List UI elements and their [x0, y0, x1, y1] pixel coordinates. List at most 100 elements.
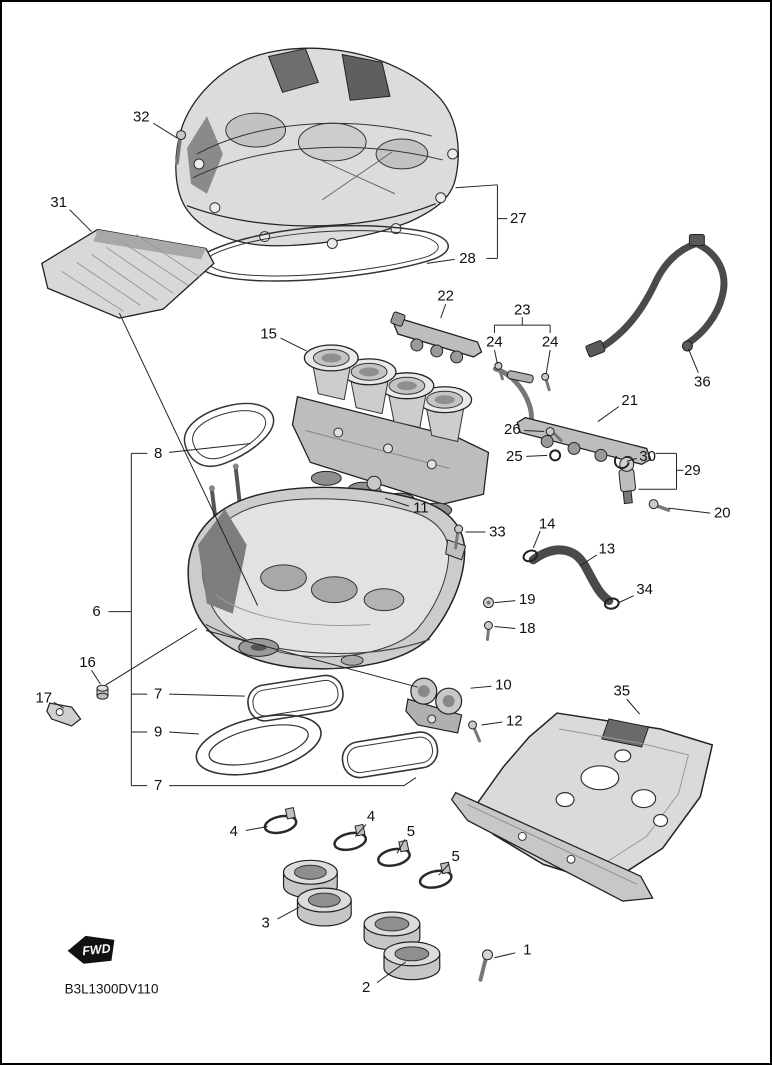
heat-shield	[450, 712, 714, 902]
callout-5: 5	[407, 823, 415, 840]
bolt-1	[478, 949, 493, 982]
callout-19-leader	[494, 600, 516, 604]
bolt-18	[483, 621, 493, 641]
callout-2-leader	[376, 961, 407, 984]
callout-4-leader	[245, 825, 268, 831]
valve-assembly	[405, 677, 463, 734]
callout-layer: 1234455677891011121314151617181920212223…	[35, 109, 730, 996]
callout-36: 36	[694, 373, 711, 390]
callout-12: 12	[506, 713, 523, 730]
callout-34-leader	[618, 595, 634, 604]
fwd-arrow: FWD	[67, 935, 115, 964]
bracket-17	[46, 702, 82, 727]
callout-14: 14	[539, 516, 556, 533]
callout-33: 33	[489, 524, 506, 541]
callout-20-leader	[668, 507, 711, 514]
callout-8-leader	[169, 442, 251, 453]
callout-7-leader	[169, 693, 245, 697]
clamp-14	[522, 549, 538, 563]
callout-18: 18	[519, 620, 536, 637]
callout-17: 17	[35, 690, 52, 707]
intake-funnel-4	[417, 386, 473, 443]
leader-line	[105, 628, 198, 686]
callout-30: 30	[639, 448, 656, 465]
fwd-label: FWD	[82, 941, 112, 958]
callout-29: 29	[684, 462, 701, 479]
bolt-24-left	[494, 361, 504, 381]
air-filter-element	[41, 228, 215, 319]
callout-28-leader	[426, 258, 455, 264]
callout-5-leader	[396, 839, 406, 854]
callout-15-leader	[280, 337, 307, 352]
air-cleaner-case	[187, 463, 467, 670]
callout-16: 16	[79, 654, 96, 671]
callout-4: 4	[230, 823, 238, 840]
callout-5-leader	[438, 863, 450, 876]
bolt-12	[468, 720, 482, 743]
callout-35-leader	[626, 698, 641, 715]
callout-7: 7	[154, 777, 162, 794]
callout-18-leader	[494, 626, 516, 629]
hose-clamp-5a	[377, 839, 411, 868]
callout-4-leader	[354, 824, 367, 837]
callout-4: 4	[367, 808, 375, 825]
callout-32: 32	[133, 109, 150, 126]
callout-19: 19	[519, 591, 536, 608]
callout-10-leader	[470, 685, 492, 689]
callout-24-leader	[493, 349, 498, 364]
callout-23: 23	[514, 302, 531, 319]
intake-joint-left	[282, 859, 352, 927]
callout-26: 26	[504, 421, 521, 438]
callout-30-leader	[626, 457, 637, 462]
air-cleaner-cover	[175, 47, 459, 249]
intake-joint-right	[363, 911, 441, 981]
nut-19	[482, 597, 494, 609]
intake-funnel-1	[303, 344, 359, 401]
bolt-26	[545, 427, 563, 442]
callout-24-leader	[545, 349, 551, 374]
gasket-7-lower	[341, 731, 439, 779]
callout-22: 22	[437, 288, 454, 305]
callout-5: 5	[451, 848, 459, 865]
callout-15: 15	[260, 326, 277, 343]
leader-line	[455, 184, 498, 189]
callout-16-leader	[91, 670, 101, 685]
leader-layer	[53, 122, 711, 984]
callout-34: 34	[636, 581, 653, 598]
callout-12-leader	[481, 721, 503, 726]
leader-line	[205, 630, 418, 688]
callout-6: 6	[92, 603, 100, 620]
callout-13: 13	[599, 540, 616, 557]
callout-25-leader	[526, 454, 548, 457]
callout-9: 9	[154, 723, 162, 740]
callout-11: 11	[413, 500, 428, 517]
callout-1: 1	[523, 941, 531, 958]
callout-17-leader	[53, 701, 64, 709]
cover-gasket	[196, 224, 449, 282]
callout-13-leader	[579, 554, 598, 567]
hose-clamp-4a	[263, 806, 298, 835]
intake-funnel-2	[341, 358, 397, 415]
fuel-hose	[585, 234, 728, 358]
callout-36-leader	[687, 348, 699, 374]
callout-26-leader	[524, 430, 545, 433]
fuel-rail-upper	[390, 311, 483, 364]
callout-9-leader	[169, 731, 200, 735]
callout-35: 35	[613, 683, 630, 700]
leader-line	[118, 312, 259, 606]
callout-21: 21	[621, 392, 638, 409]
bolt-24-right	[541, 372, 551, 392]
callout-32-leader	[152, 122, 178, 139]
bolt-32	[175, 130, 187, 165]
callout-27: 27	[510, 210, 527, 227]
case-seal	[183, 402, 275, 468]
intake-funnel-3	[379, 372, 435, 429]
callout-14-leader	[532, 530, 541, 549]
diagram-code: B3L1300DV110	[65, 982, 159, 997]
callout-3: 3	[261, 914, 269, 931]
callout-7: 7	[154, 686, 162, 703]
callout-31: 31	[50, 194, 67, 211]
bolt-20	[648, 499, 671, 512]
